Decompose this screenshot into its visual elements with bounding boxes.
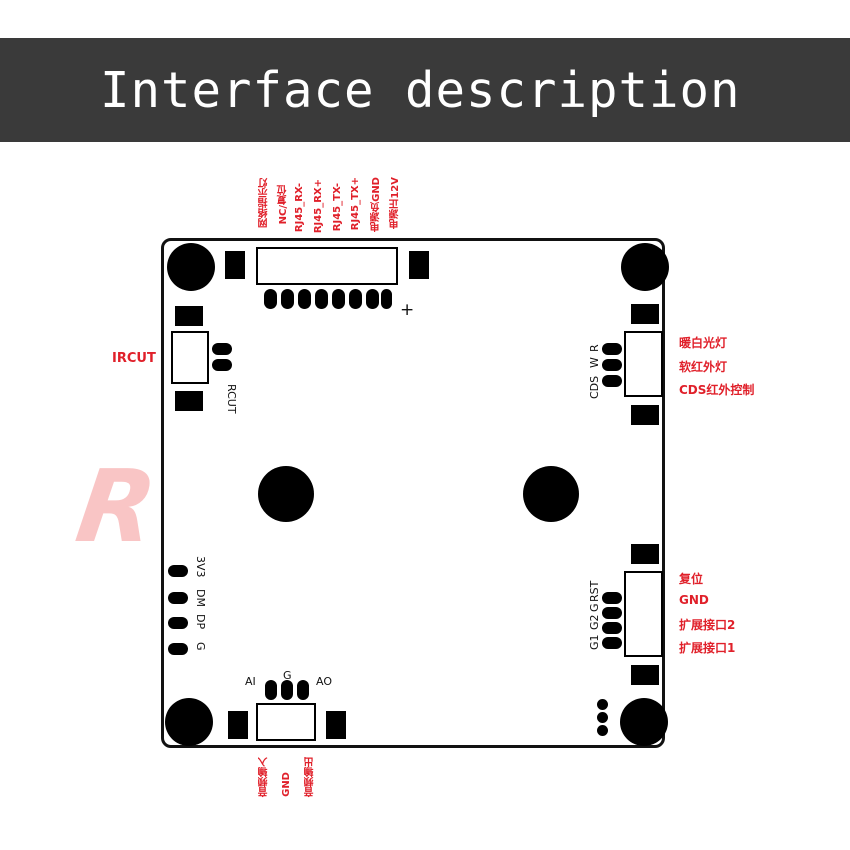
- indicator-dot-2: [597, 712, 608, 723]
- usb-pin-g: [168, 643, 188, 655]
- usb-pin-3v3: [168, 565, 188, 577]
- header-banner: [0, 38, 850, 142]
- right-bottom-pin-1: [602, 592, 622, 604]
- ircut-connector-body: [171, 331, 209, 384]
- right-top-pin-2: [602, 359, 622, 371]
- audio-connector-body: [256, 703, 316, 741]
- right-bottom-pin-3: [602, 622, 622, 634]
- top-connector-pin-1: [264, 289, 277, 309]
- right-bottom-silk-g1: G1: [588, 634, 601, 650]
- right-bottom-label-2: GND: [679, 593, 709, 607]
- usb-pin-dm: [168, 592, 188, 604]
- indicator-dot-3: [597, 725, 608, 736]
- right-bottom-connector-body: [624, 571, 663, 657]
- pcb-board: [161, 238, 665, 748]
- top-connector-plus: +: [400, 300, 415, 320]
- top-connector-pin-7: [366, 289, 379, 309]
- usb-silk-dp: DP: [194, 614, 207, 630]
- mounting-hole-top-left: [167, 243, 215, 291]
- right-bottom-label-4: 扩展接口1: [679, 641, 736, 655]
- right-top-pin-3: [602, 375, 622, 387]
- audio-pin-ai: [265, 680, 277, 700]
- top-label-3: RJ45_RX-: [294, 183, 305, 233]
- usb-pin-dp: [168, 617, 188, 629]
- top-connector-pin-5: [332, 289, 345, 309]
- center-hole-left: [258, 466, 314, 522]
- mounting-hole-bottom-left: [165, 698, 213, 746]
- top-connector-body: [256, 247, 398, 285]
- top-label-1: 网络指示灯: [259, 178, 270, 228]
- top-label-4: RJ45_RX+: [313, 179, 324, 234]
- top-label-6: RJ45_TX+: [350, 177, 361, 231]
- right-bottom-pin-4: [602, 637, 622, 649]
- right-top-label-2: 软红外灯: [679, 360, 728, 374]
- usb-silk-dm: DM: [194, 589, 207, 607]
- audio-pad-right: [326, 711, 346, 739]
- right-top-silk-cds: CDS: [588, 375, 601, 399]
- audio-label-1: 音频输入: [259, 757, 270, 797]
- right-top-connector-body: [624, 331, 663, 397]
- right-bottom-silk-g: G: [588, 603, 601, 612]
- top-connector-pin-4: [315, 289, 328, 309]
- right-top-pad-bottom: [631, 405, 659, 425]
- audio-pad-left: [228, 711, 248, 739]
- right-top-pad-top: [631, 304, 659, 324]
- ircut-pin-2: [212, 359, 232, 371]
- mounting-hole-bottom-right: [620, 698, 668, 746]
- top-connector-pin-8: [381, 289, 392, 309]
- top-label-7: 电源负GND: [371, 177, 382, 232]
- mounting-hole-top-right: [621, 243, 669, 291]
- top-label-2: NC/复位: [278, 185, 289, 225]
- right-bottom-label-3: 扩展接口2: [679, 618, 736, 632]
- right-top-label-3: CDS红外控制: [679, 383, 755, 397]
- top-connector-pad-right: [409, 251, 429, 279]
- top-connector-pin-3: [298, 289, 311, 309]
- ircut-label: IRCUT: [112, 351, 156, 366]
- right-bottom-pad-bottom: [631, 665, 659, 685]
- right-top-silk-r: R: [588, 344, 601, 352]
- right-bottom-label-1: 复位: [679, 572, 704, 586]
- audio-pin-ao: [297, 680, 309, 700]
- audio-silk-g: G: [283, 669, 292, 682]
- indicator-dot-1: [597, 699, 608, 710]
- ircut-silk: RCUT: [225, 384, 238, 414]
- ircut-pad-top: [175, 306, 203, 326]
- right-top-label-1: 暖白光灯: [679, 336, 728, 350]
- page-title: Interface description: [100, 62, 741, 119]
- top-label-5: RJ45_TX-: [332, 183, 343, 232]
- top-connector-pin-6: [349, 289, 362, 309]
- audio-silk-ao: AO: [316, 675, 332, 688]
- right-bottom-pad-top: [631, 544, 659, 564]
- right-bottom-pin-2: [602, 607, 622, 619]
- right-bottom-silk-g2: G2: [588, 614, 601, 630]
- top-label-8: 电源正12V: [390, 177, 401, 229]
- right-top-silk-w: W: [588, 357, 601, 368]
- top-connector-pin-2: [281, 289, 294, 309]
- ircut-pin-1: [212, 343, 232, 355]
- right-bottom-silk-rst: RST: [588, 580, 601, 602]
- usb-silk-3v3: 3V3: [194, 556, 207, 578]
- audio-label-2: GND: [281, 772, 292, 797]
- center-hole-right: [523, 466, 579, 522]
- audio-pin-g: [281, 680, 293, 700]
- audio-label-3: 音频输出: [305, 757, 316, 797]
- top-connector-pad-left: [225, 251, 245, 279]
- right-top-pin-1: [602, 343, 622, 355]
- ircut-pad-bottom: [175, 391, 203, 411]
- usb-silk-g: G: [194, 642, 207, 651]
- audio-silk-ai: AI: [245, 675, 256, 688]
